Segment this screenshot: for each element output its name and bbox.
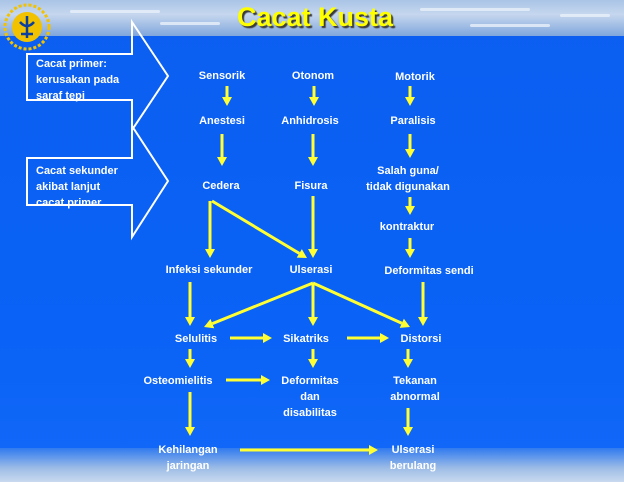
node-anestesi: Anestesi [199,113,245,129]
text-line: Deformitas sendi [384,265,474,277]
node-anhidrosis: Anhidrosis [281,113,338,129]
text-line: Otonom [291,70,335,82]
arrow-cedera-to-ulserasi [211,199,307,258]
text-line: Infeksi sekunder [165,264,253,276]
node-ulserasi-berulang: Ulserasi berulang [390,442,436,474]
node-cedera: Cedera [202,178,239,194]
arrow-deformitas-sendi-to-distorsi [418,282,428,326]
text-line: Distorsi [400,333,442,345]
text-line: jaringan [166,460,210,472]
text-line: Paralisis [390,115,436,127]
university-logo-icon [3,3,51,51]
secondary-pointer-arrow [26,122,170,241]
node-paralisis: Paralisis [390,113,435,129]
arrow-anhidrosis-to-fisura [308,134,318,166]
arrow-ulserasi-to-distorsi [312,281,410,328]
text-line: Anhidrosis [281,115,339,127]
node-deformitas-sendi: Deformitas sendi [384,263,473,279]
arrow-selulitis-to-sikatriks [230,333,272,343]
text-line: Selulitis [174,333,218,345]
node-tekanan-abnormal: Tekanan abnormal [390,373,440,405]
arrow-salah-guna-to-kontraktur [405,197,415,215]
arrow-sensorik-to-anestesi [222,86,232,106]
node-motorik: Motorik [395,69,435,85]
text-line: abnormal [390,391,440,403]
text-line: Cacat primer: [36,58,107,70]
arrow-selulitis-to-osteomielitis [185,349,195,368]
node-deformitas-disabilitas: Deformitas dan disabilitas [281,373,338,421]
arrow-motorik-to-paralisis [405,86,415,106]
header-band [0,0,624,36]
text-line: berulang [389,460,437,472]
node-kehilangan-jaringan: Kehilangan jaringan [158,442,217,474]
primary-pointer-arrow [26,18,170,134]
node-ulserasi: Ulserasi [290,262,333,278]
node-selulitis: Selulitis [175,331,217,347]
arrow-ulserasi-to-selulitis [204,281,314,329]
text-line: Tekanan [393,375,437,387]
arrow-otonom-to-anhidrosis [309,86,319,106]
text-line: Cedera [202,180,240,192]
arrow-sikatriks-to-deformitas [308,349,318,368]
arrow-tekanan-to-ulserasi-berulang [403,408,413,436]
text-line: Ulserasi [289,264,333,276]
arrow-distorsi-to-tekanan [403,349,413,368]
arrow-cedera-to-infeksi [205,201,215,258]
text-line: Osteomielitis [143,375,213,387]
secondary-defect-note: Cacat sekunder akibat lanjut cacat primer [36,163,118,211]
text-line: saraf tepi [36,90,85,102]
arrow-paralisis-to-salah-guna [405,134,415,158]
text-line: disabilitas [283,407,337,419]
text-line: Sensorik [198,70,246,82]
arrow-fisura-to-ulserasi [308,196,318,258]
node-salah-guna: Salah guna/tidak digunakan [366,163,450,195]
text-line: Motorik [395,71,435,83]
text-line: Fisura [294,180,328,192]
arrow-anestesi-to-cedera [217,134,227,166]
arrow-kontraktur-to-deformitas-sendi [405,238,415,258]
arrow-kehilangan-to-ulserasi-berulang [240,445,378,455]
arrow-infeksi-to-selulitis [185,282,195,326]
text-line: Sikatriks [283,333,329,345]
arrow-sikatriks-to-distorsi [347,333,389,343]
text-line: Deformitas [281,375,339,387]
node-sensorik: Sensorik [199,68,245,84]
node-fisura: Fisura [294,178,327,194]
arrow-ulserasi-to-sikatriks [308,283,318,326]
text-line: Cacat sekunder [36,165,118,177]
text-line: Anestesi [199,115,245,127]
text-line: dan [300,391,320,403]
node-infeksi-sekunder: Infeksi sekunder [166,262,253,278]
node-kontraktur: kontraktur [380,219,434,235]
primary-defect-note: Cacat primer: kerusakan pada saraf tepi [36,56,119,104]
text-line: Ulserasi [391,444,435,456]
text-line: kontraktur [379,221,435,233]
page-title: Cacat Kusta [236,2,394,32]
node-sikatriks: Sikatriks [283,331,329,347]
text-line: tidak digunakan [366,181,450,193]
arrow-osteomielitis-to-deformitas [226,375,270,385]
text-line: Salah guna/ [377,165,439,177]
arrow-osteomielitis-to-kehilangan [185,392,195,436]
node-distorsi: Distorsi [401,331,442,347]
footer-band [0,448,624,482]
text-line: akibat lanjut [36,181,101,193]
text-line: kerusakan pada [36,74,120,86]
node-otonom: Otonom [292,68,334,84]
text-line: cacat primer [36,197,102,209]
node-osteomielitis: Osteomielitis [143,373,212,389]
text-line: Kehilangan [158,444,218,456]
